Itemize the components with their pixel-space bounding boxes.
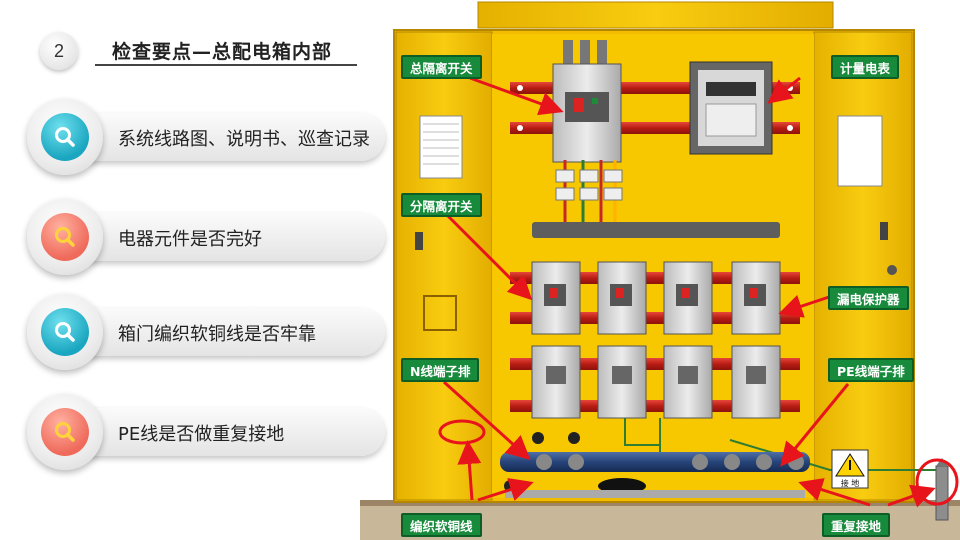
- door-notice-sheet: [837, 115, 883, 187]
- cable-gland: [568, 432, 580, 444]
- label-braided-copper-wire: 编织软铜线: [401, 513, 482, 537]
- cabinet-top-cap: [477, 1, 834, 29]
- leakage-protectors: [531, 345, 781, 419]
- highlight-ellipse: [915, 458, 959, 506]
- cabinet-illustration: 接 地: [360, 1, 960, 540]
- checklist-item-pill: [70, 408, 385, 456]
- magnifier-icon: [55, 322, 75, 342]
- label-branch-isolating-switch: 分隔离开关: [401, 193, 482, 217]
- cable-lug: [603, 187, 623, 201]
- checklist-icon-badge: [41, 408, 89, 456]
- label-main-isolating-switch: 总隔离开关: [401, 55, 482, 79]
- cable-lug: [555, 169, 575, 183]
- page-title: 检查要点—总配电箱内部: [112, 41, 333, 63]
- branch-isolating-switches: [531, 261, 781, 335]
- label-leakage-protector: 漏电保护器: [828, 286, 909, 310]
- pe-terminal-bar: [505, 490, 805, 498]
- busbar-bolt: [517, 125, 523, 131]
- checklist-item-icon-circle: [27, 394, 103, 470]
- electric-meter: [689, 61, 773, 155]
- ground-rod: [935, 458, 949, 521]
- checklist-item-icon-circle: [27, 99, 103, 175]
- busbar: [510, 272, 800, 284]
- checklist-icon-badge: [41, 213, 89, 261]
- checklist-icon-badge: [41, 113, 89, 161]
- section-number-badge: 2: [40, 32, 78, 70]
- busbar-bolt: [517, 85, 523, 91]
- n-terminal-bar: [500, 452, 810, 472]
- busbar: [510, 400, 800, 412]
- door-hinge-bolt: [887, 265, 897, 275]
- magnifier-icon: [55, 227, 75, 247]
- checklist-icon-badge: [41, 308, 89, 356]
- ground-warning-sign: 接 地: [831, 449, 869, 489]
- checklist-item-label: 系统线路图、说明书、巡查记录: [118, 129, 370, 150]
- busbar: [510, 312, 800, 324]
- busbar: [510, 358, 800, 370]
- checklist-item-pill: [70, 113, 385, 161]
- pointer-arrows: [442, 76, 936, 508]
- distribution-box-diagram: 接 地 总隔离开关 计量电表 分隔离开关 漏电保护器 N线端子排 PE线端子排 …: [360, 0, 960, 540]
- cable-lug: [603, 169, 623, 183]
- label-n-terminal-bar: N线端子排: [401, 358, 480, 382]
- door-lock: [880, 222, 888, 240]
- magnifier-icon: [55, 127, 75, 147]
- section-number: 2: [53, 40, 64, 61]
- door-lock: [415, 232, 423, 250]
- checklist-item-icon-circle: [27, 199, 103, 275]
- left-door: [395, 31, 493, 501]
- cable-gland: [532, 432, 544, 444]
- checklist-item-pill: [70, 213, 385, 261]
- busbar-bolt: [787, 125, 793, 131]
- right-door: [813, 31, 913, 501]
- checklist-item-icon-circle: [27, 294, 103, 370]
- ground-sign-text: 接 地: [841, 478, 860, 488]
- label-meter: 计量电表: [831, 55, 900, 79]
- cable-lug: [555, 187, 575, 201]
- cable-lug: [579, 169, 599, 183]
- door-label-plate: [423, 295, 457, 331]
- circuit-diagram-sheet: [419, 115, 463, 179]
- label-repeat-grounding: 重复接地: [822, 513, 891, 537]
- distribution-bar: [532, 222, 780, 238]
- checklist-item-label: PE线是否做重复接地: [118, 424, 285, 445]
- label-pe-terminal-bar: PE线端子排: [828, 358, 914, 382]
- title-underline: [95, 64, 357, 66]
- main-isolating-switch: [552, 40, 622, 163]
- checklist-item-label: 电器元件是否完好: [118, 229, 262, 250]
- checklist-item-label: 箱门编织软铜线是否牢靠: [118, 324, 316, 345]
- checklist-item-pill: [70, 308, 385, 356]
- cable-lug: [579, 187, 599, 201]
- magnifier-icon: [55, 422, 75, 442]
